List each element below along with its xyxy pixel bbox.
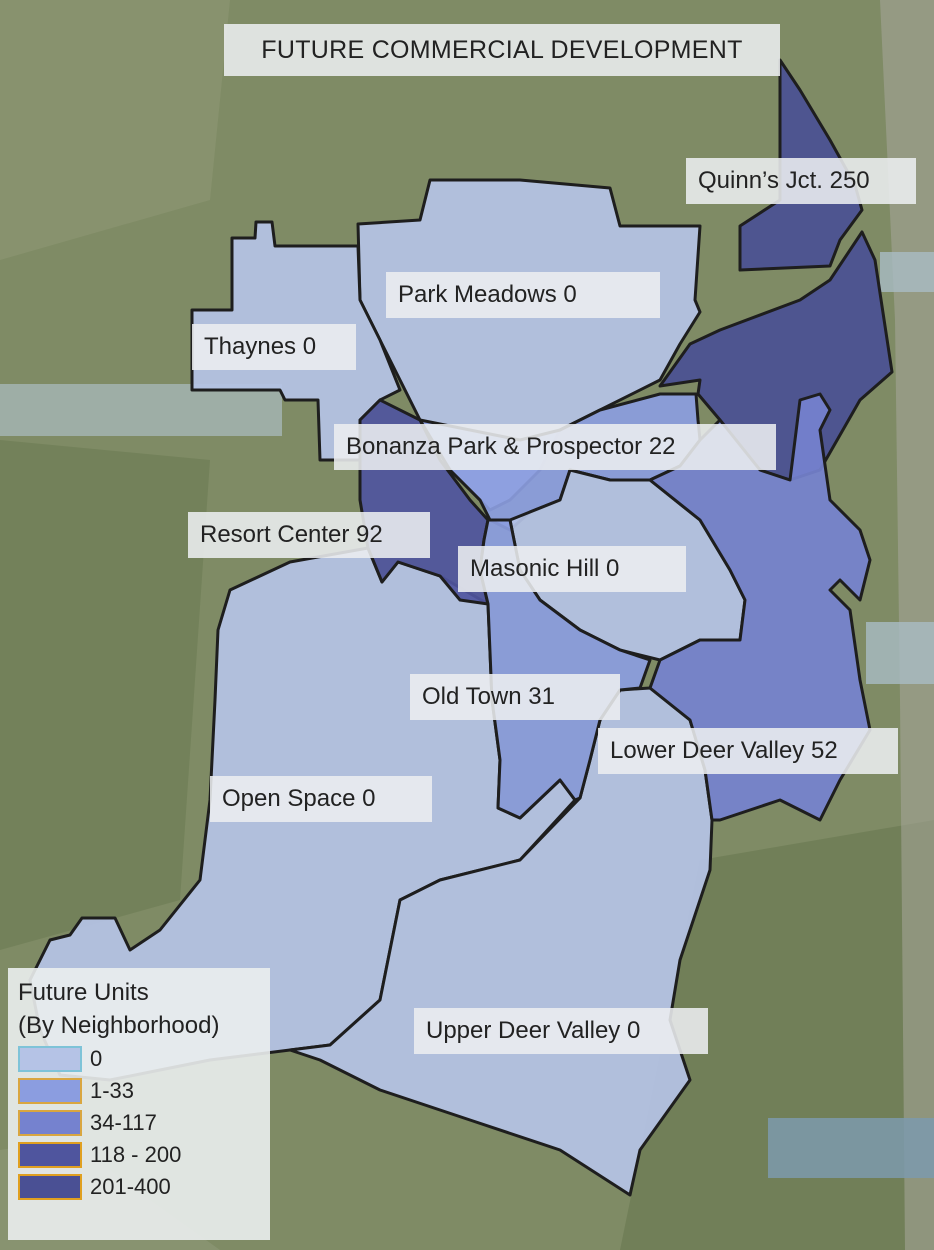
region-quinns-jct-east — [658, 230, 894, 482]
legend-label: 1-33 — [90, 1078, 135, 1103]
legend-item: 1-33 — [18, 1076, 270, 1106]
terrain-patch — [0, 0, 230, 260]
label-quinns-jct[interactable]: Quinn’s Jct. 250 — [686, 158, 916, 204]
legend-label: 201-400 — [90, 1174, 171, 1199]
legend-swatch — [18, 1110, 82, 1136]
label-lower-deer-valley[interactable]: Lower Deer Valley 52 — [598, 728, 898, 774]
terrain-patch — [0, 440, 210, 950]
terrain-patch — [880, 252, 934, 292]
map-title: FUTURE COMMERCIAL DEVELOPMENT — [224, 24, 780, 76]
legend-swatch — [18, 1078, 82, 1104]
legend-swatch — [18, 1174, 82, 1200]
legend-title-line1: Future Units — [18, 979, 149, 1006]
legend-item: 34-117 — [18, 1108, 270, 1138]
terrain-patch — [0, 384, 282, 436]
legend-label: 118 - 200 — [90, 1142, 182, 1167]
label-upper-deer-valley[interactable]: Upper Deer Valley 0 — [414, 1008, 708, 1054]
label-resort-center[interactable]: Resort Center 92 — [188, 512, 430, 558]
label-park-meadows[interactable]: Park Meadows 0 — [386, 272, 660, 318]
legend-swatch — [18, 1142, 82, 1168]
terrain-patch — [768, 1118, 934, 1178]
legend-label: 0 — [90, 1046, 103, 1071]
legend-item: 0 — [18, 1044, 270, 1074]
legend-item: 201-400 — [18, 1172, 270, 1202]
label-masonic-hill[interactable]: Masonic Hill 0 — [458, 546, 686, 592]
label-old-town[interactable]: Old Town 31 — [410, 674, 620, 720]
terrain-patch — [866, 622, 934, 684]
label-bonanza-park[interactable]: Bonanza Park & Prospector 22 — [334, 424, 776, 470]
label-thaynes[interactable]: Thaynes 0 — [192, 324, 356, 370]
label-open-space[interactable]: Open Space 0 — [210, 776, 432, 822]
legend-title-line2: (By Neighborhood) — [18, 1012, 220, 1039]
region-lower-deer-valley — [648, 392, 872, 822]
region-old-town — [478, 518, 652, 820]
map-legend: Future Units (By Neighborhood) 0 1-33 34… — [8, 968, 270, 1240]
legend-label: 34-117 — [90, 1110, 157, 1135]
legend-swatch — [18, 1046, 82, 1072]
legend-item: 118 - 200 — [18, 1140, 270, 1170]
